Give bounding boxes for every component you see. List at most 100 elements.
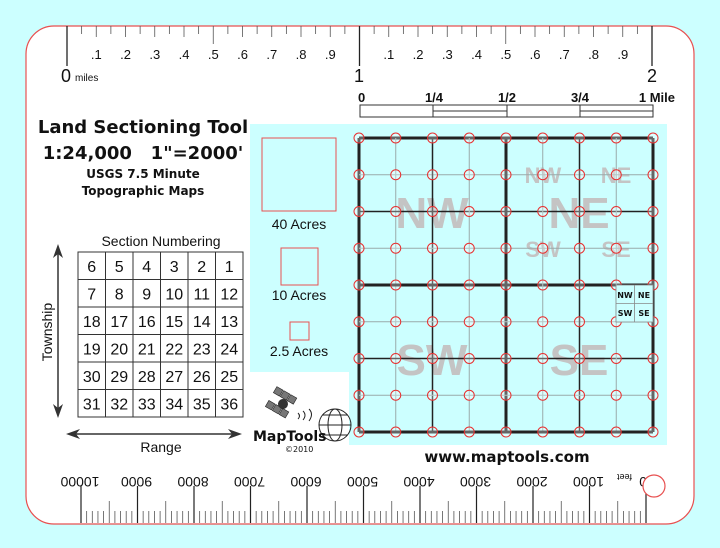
corner-marker (427, 206, 438, 217)
mile-bar-label-three-quarter: 3/4 (571, 90, 590, 105)
mile-tick-label: .3 (149, 47, 160, 62)
section-number: 35 (193, 396, 211, 413)
section-cell (215, 361, 244, 390)
corner-marker (353, 426, 365, 438)
section-number: 17 (110, 314, 128, 331)
feet-ruler: 0100020003000400050006000700080009000100… (60, 472, 647, 523)
acres-10-square (280, 247, 319, 286)
section-cell (105, 389, 134, 418)
mile-bar-label-1-mile: 1 Mile (639, 90, 675, 105)
globe-icon (318, 408, 352, 442)
section-number: 28 (138, 369, 156, 386)
mile-tick-label: .5 (500, 47, 511, 62)
ruler-label-1: 1 (354, 66, 364, 86)
subtitle-topographic: Topographic Maps (82, 184, 205, 198)
section-number: 3 (170, 259, 179, 276)
range-label: Range (140, 439, 181, 455)
corner-marker (353, 169, 365, 181)
section-cell (132, 389, 161, 418)
corner-marker (610, 426, 622, 438)
section-cell (132, 306, 161, 335)
mile-tick-label: .2 (120, 47, 131, 62)
mile-tick-label: .5 (208, 47, 219, 62)
mile-tick-label: .9 (617, 47, 628, 62)
section-cell (77, 306, 106, 335)
corner-marker (537, 206, 549, 217)
section-number: 21 (138, 341, 156, 358)
feet-label: 9000 (121, 474, 152, 490)
section-cell (132, 251, 161, 280)
mile-bar-label-0: 0 (358, 90, 365, 105)
section-cell (105, 361, 134, 390)
corner-marker (353, 353, 365, 364)
corner-marker (537, 353, 549, 364)
mile-tick-label: .4 (179, 47, 190, 62)
section-number: 33 (138, 396, 156, 413)
corner-marker (537, 389, 549, 401)
section-number: 34 (165, 396, 183, 413)
corner-marker (463, 169, 475, 181)
website-link[interactable]: www.maptools.com (424, 448, 589, 466)
corner-marker (574, 242, 585, 254)
corner-marker (463, 353, 475, 364)
corner-marker (500, 169, 512, 181)
section-number: 14 (193, 314, 211, 331)
feet-label: 6000 (290, 474, 321, 490)
signal-waves-icon (297, 408, 312, 422)
section-number: 27 (165, 369, 183, 386)
section-number: 1 (225, 259, 234, 276)
section-number: 36 (220, 396, 238, 413)
corner-marker (463, 426, 475, 438)
section-number: 6 (87, 259, 96, 276)
section-number: 12 (220, 286, 238, 303)
corner-marker (390, 169, 402, 181)
corner-marker (500, 279, 512, 291)
corner-marker (463, 279, 475, 291)
corner-marker (610, 389, 622, 401)
corner-marker (427, 389, 438, 401)
range-arrow (66, 429, 242, 439)
corner-marker (610, 353, 622, 364)
feet-label: 5000 (347, 474, 378, 490)
section-cell (77, 251, 106, 280)
corner-marker (353, 279, 365, 291)
section-cell (187, 361, 216, 390)
township-label: Township (39, 303, 55, 362)
corner-marker (427, 242, 438, 254)
section-cell (77, 279, 106, 308)
section-number: 8 (115, 286, 124, 303)
section-number: 11 (193, 286, 210, 303)
section-number: 16 (138, 314, 156, 331)
mile-ruler: 0 miles 1 2 .1.2.3.4.5.6.7.8.9.1.2.3.4.5… (61, 26, 657, 86)
section-numbering-title: Section Numbering (101, 233, 220, 249)
legend-sw: SW (618, 309, 633, 318)
feet-label: 3000 (460, 474, 491, 490)
section-cell (132, 334, 161, 363)
copyright-text: ©2010 (285, 445, 313, 454)
corner-marker (390, 132, 402, 144)
corner-marker (574, 389, 585, 401)
corner-marker (463, 206, 475, 217)
ruler-unit-miles: miles (75, 73, 98, 84)
mile-tick-label: .2 (413, 47, 424, 62)
mile-tick-label: .6 (530, 47, 541, 62)
corner-marker (574, 279, 585, 291)
corner-marker (353, 242, 365, 254)
corner-marker (463, 242, 475, 254)
feet-unit-label: feet (616, 472, 632, 482)
mile-tick-label: .4 (471, 47, 482, 62)
corner-marker (537, 426, 549, 438)
corner-marker (353, 206, 365, 217)
section-cell (187, 389, 216, 418)
corner-marker (574, 169, 585, 181)
corner-marker (427, 132, 438, 144)
corner-marker (390, 279, 402, 291)
section-cell (215, 251, 244, 280)
corner-marker (353, 316, 365, 328)
mile-tick-label: .6 (237, 47, 248, 62)
feet-label: 0 (639, 474, 647, 490)
corner-marker (647, 206, 659, 217)
corner-marker (500, 389, 512, 401)
section-grid (353, 132, 659, 438)
